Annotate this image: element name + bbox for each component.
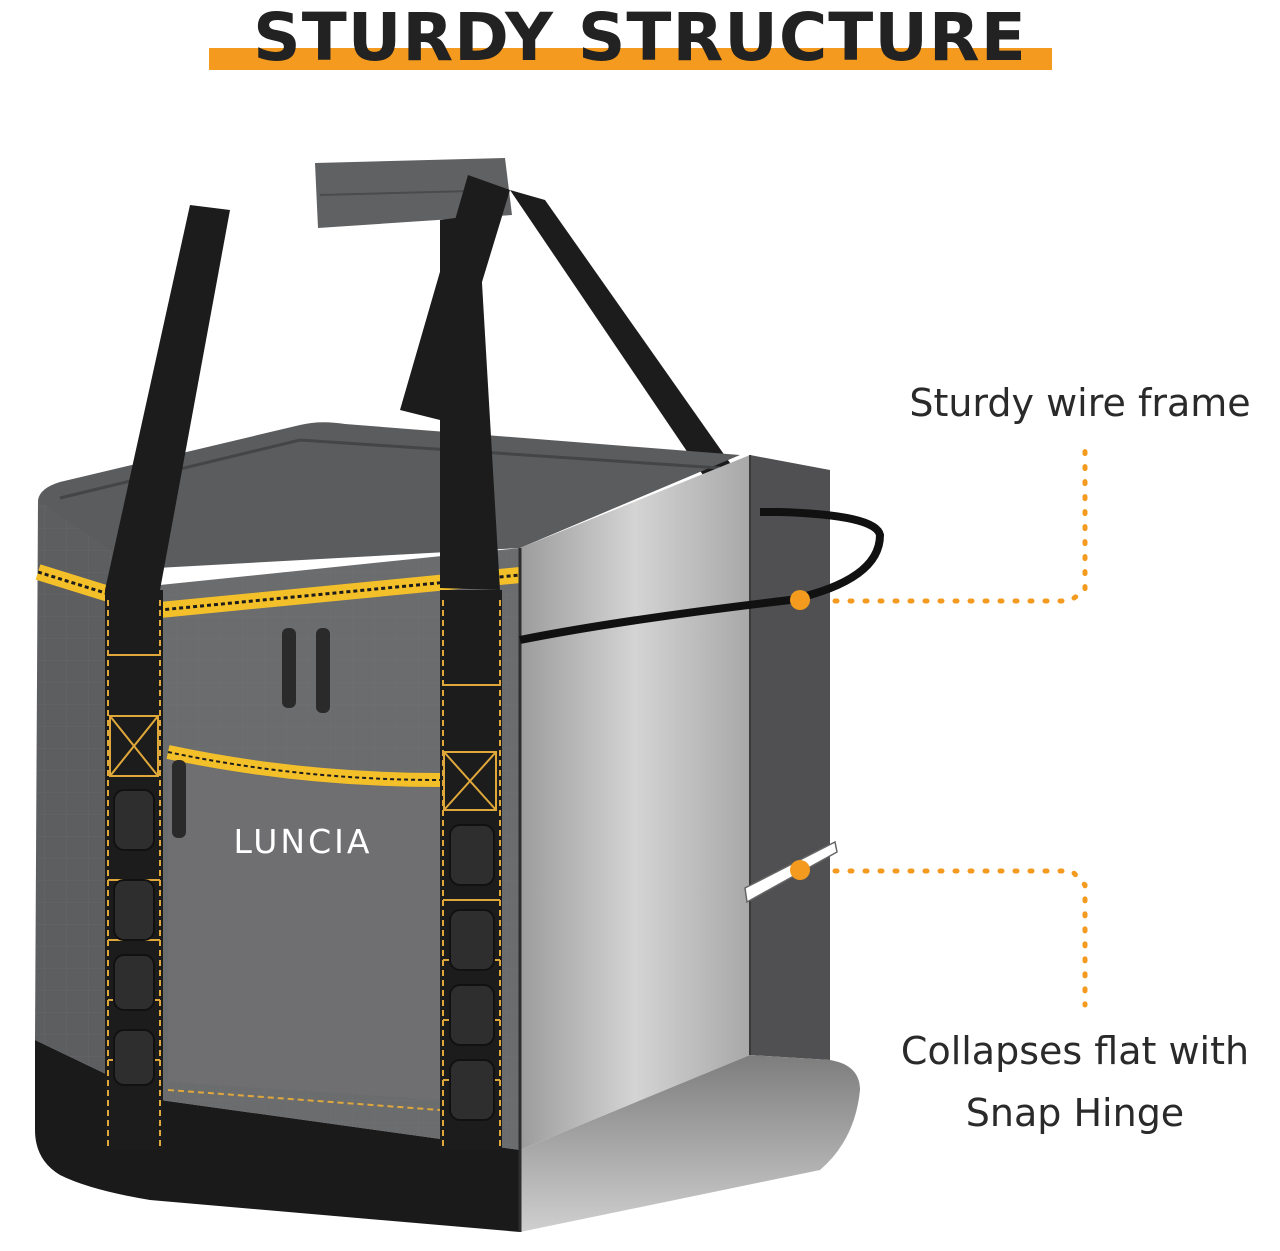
headline-underline — [209, 48, 1052, 70]
hinge-marker — [790, 860, 810, 880]
callout-wire-frame: Sturdy wire frame — [909, 381, 1251, 425]
front-straps — [105, 205, 502, 1150]
cutaway-interior — [518, 455, 860, 1232]
callout-leaders — [790, 447, 1088, 1008]
zipper-pulls — [172, 628, 330, 838]
frame-leader — [832, 447, 1088, 604]
headline: STURDY STRUCTURE — [0, 0, 1280, 80]
hinge-leader — [832, 868, 1088, 1008]
callout-snap-hinge: Collapses flat with Snap Hinge — [900, 1029, 1250, 1135]
brand-logo: LUNCIA — [233, 822, 373, 861]
headline-title: STURDY STRUCTURE — [253, 0, 1027, 76]
frame-marker — [790, 590, 810, 610]
pocket-zipper — [166, 745, 441, 1111]
wire-frame — [519, 508, 885, 644]
